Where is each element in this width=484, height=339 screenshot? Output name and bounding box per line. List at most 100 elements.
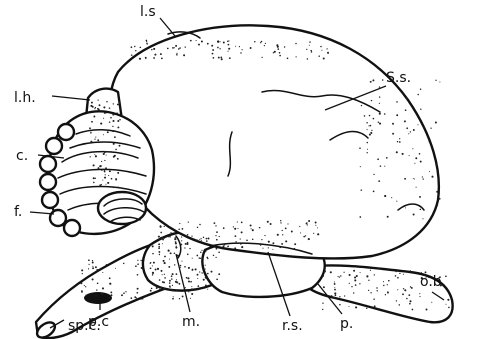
stipple-dot <box>106 264 107 265</box>
stipple-dot <box>91 102 93 104</box>
stipple-dot <box>199 271 200 272</box>
stipple-dot <box>152 265 153 266</box>
stipple-dot <box>422 218 423 219</box>
stipple-dot <box>338 276 339 277</box>
stipple-dot <box>405 109 407 111</box>
stipple-dot <box>190 281 192 283</box>
stipple-dot <box>436 165 437 166</box>
stipple-dot <box>119 102 121 104</box>
stipple-dot <box>107 182 109 184</box>
stipple-dot <box>439 81 440 82</box>
stipple-dot <box>175 241 176 242</box>
stipple-dot <box>180 265 182 267</box>
stipple-dot <box>403 274 404 275</box>
stipple-dot <box>368 280 369 281</box>
stipple-dot <box>197 278 198 279</box>
stipple-dot <box>167 48 169 50</box>
stipple-dot <box>355 306 357 308</box>
stipple-dot <box>151 288 153 290</box>
stipple-dot <box>349 283 350 284</box>
stipple-dot <box>383 285 384 286</box>
stipple-dot <box>378 180 380 182</box>
stipple-dot <box>116 112 118 114</box>
stipple-dot <box>172 285 173 286</box>
stipple-dot <box>187 277 189 279</box>
stipple-dot <box>396 101 398 103</box>
stipple-dot <box>95 295 96 296</box>
stipple-dot <box>370 132 372 134</box>
stipple-dot <box>250 47 252 49</box>
stipple-dot <box>212 49 214 51</box>
stipple-dot <box>92 260 93 261</box>
stipple-dot <box>241 246 243 248</box>
stipple-dot <box>399 304 401 306</box>
stipple-dot <box>413 213 415 215</box>
stipple-dot <box>168 235 170 237</box>
stipple-dot <box>150 290 152 292</box>
stipple-dot <box>150 263 151 264</box>
stipple-dot <box>219 236 220 237</box>
stipple-dot <box>109 277 111 279</box>
stipple-dot <box>317 227 318 228</box>
stipple-dot <box>379 103 380 104</box>
stipple-dot <box>334 281 335 282</box>
stipple-dot <box>321 50 322 51</box>
stipple-dot <box>112 114 114 116</box>
stipple-dot <box>237 228 238 229</box>
stipple-dot <box>164 256 166 258</box>
stipple-dot <box>280 222 281 223</box>
stipple-dot <box>439 198 441 200</box>
stipple-dot <box>409 303 411 305</box>
stipple-dot <box>281 243 283 245</box>
stipple-dot <box>178 48 180 50</box>
stipple-dot <box>235 46 236 47</box>
stipple-dot <box>205 284 207 286</box>
stipple-dot <box>198 44 200 46</box>
stipple-dot <box>121 294 123 296</box>
stipple-dot <box>308 238 310 240</box>
stipple-dot <box>356 275 358 277</box>
stipple-dot <box>95 137 96 138</box>
stipple-dot <box>104 170 105 171</box>
stipple-dot <box>174 264 175 265</box>
stipple-dot <box>315 225 316 226</box>
stipple-dot <box>406 298 408 300</box>
stipple-dot <box>104 177 106 179</box>
stipple-dot <box>309 45 310 46</box>
stipple-dot <box>237 221 238 222</box>
stipple-dot <box>376 290 377 291</box>
stipple-dot <box>218 57 220 59</box>
stipple-dot <box>98 100 99 101</box>
stipple-dot <box>367 149 368 150</box>
stipple-dot <box>435 163 436 164</box>
stipple-dot <box>145 58 146 59</box>
stipple-dot <box>370 125 372 127</box>
stipple-dot <box>187 253 189 255</box>
stipple-dot <box>162 239 164 241</box>
stipple-dot <box>152 253 154 255</box>
stipple-dot <box>171 275 173 277</box>
stipple-dot <box>117 187 118 188</box>
stipple-dot <box>368 290 369 291</box>
stipple-dot <box>170 236 171 237</box>
stipple-dot <box>307 58 308 59</box>
stipple-dot <box>205 277 207 279</box>
stipple-dot <box>410 286 411 287</box>
stipple-dot <box>109 297 110 298</box>
stipple-dot <box>420 161 422 163</box>
stipple-dot <box>354 276 356 278</box>
stipple-dot <box>246 239 248 241</box>
stipple-dot <box>233 226 234 227</box>
stipple-dot <box>162 281 164 283</box>
stipple-dot <box>163 288 165 290</box>
stipple-dot <box>359 147 361 149</box>
stipple-dot <box>373 174 374 175</box>
stipple-dot <box>191 286 192 287</box>
stipple-dot <box>309 41 310 42</box>
stipple-dot <box>99 104 101 106</box>
stipple-dot <box>110 151 112 153</box>
stipple-dot <box>95 266 97 268</box>
stipple-dot <box>174 238 176 240</box>
stipple-dot <box>112 120 114 122</box>
stipple-dot <box>360 166 361 167</box>
